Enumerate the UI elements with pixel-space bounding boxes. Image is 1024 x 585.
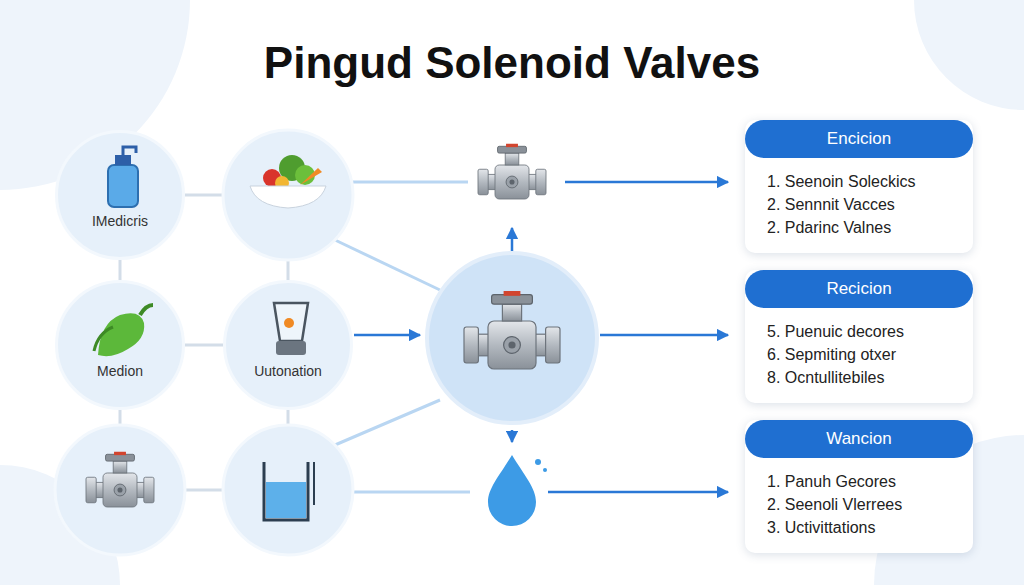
vegetable-bowl: [250, 155, 326, 208]
grid-connector: [119, 260, 122, 280]
bottle-icon: [108, 147, 138, 207]
list-item: 1. Seenoin Soleckics: [745, 170, 973, 193]
grid-line: [185, 489, 223, 492]
blender-icon: [274, 303, 308, 355]
list-item: 2. Seenoli Vlerrees: [745, 493, 973, 516]
flow-arrow: [565, 181, 728, 184]
water-drop: [488, 455, 547, 526]
flow-line: [353, 491, 470, 494]
category-circle: Medion: [55, 280, 185, 410]
valve-icon: [464, 291, 560, 369]
flow-arrow: [600, 334, 728, 337]
valve-icon: [478, 144, 546, 199]
valve-icon: [86, 452, 154, 507]
info-card: Encicion 1. Seenoin Soleckics2. Sennnit V…: [745, 120, 973, 253]
list-item: 8. Ocntullitebiles: [745, 366, 973, 389]
list-item: 2. Pdarinc Valnes: [745, 216, 973, 239]
beaker-icon: [264, 462, 314, 520]
info-card: Wancion 1. Panuh Gecores2. Seenoli Vlerre…: [745, 420, 973, 553]
flow-arrow: [548, 491, 728, 494]
grid-line: [119, 410, 122, 425]
category-circle: Uutonation: [223, 280, 353, 410]
list-item: 6. Sepmiting otxer: [745, 343, 973, 366]
background-blob: [914, 0, 1024, 110]
card-heading: Wancion: [745, 420, 973, 458]
icon-circle: [55, 425, 185, 555]
category-circle: IMedicris: [55, 130, 185, 260]
list-item: 3. Uctivittations: [745, 516, 973, 539]
flow-arrow: [511, 430, 514, 442]
icon-circle: [223, 130, 353, 260]
icon-svg: [58, 283, 182, 407]
pepper-icon: [94, 305, 153, 356]
icon-circle: [223, 425, 353, 555]
card-heading: Encicion: [745, 120, 973, 158]
list-item: 1. Panuh Gecores: [745, 470, 973, 493]
grid-line: [287, 260, 290, 280]
info-card: Recicion 5. Puenuic decores6. Sepmiting o…: [745, 270, 973, 403]
circle-label: Uutonation: [254, 363, 322, 379]
grid-line: [287, 410, 290, 425]
card-heading: Recicion: [745, 270, 973, 308]
flow-line: [353, 181, 468, 184]
icon-svg: [226, 283, 350, 407]
grid-connector: [185, 344, 223, 347]
list-item: 5. Puenuic decores: [745, 320, 973, 343]
circle-label: Medion: [97, 363, 143, 379]
grid-line: [185, 194, 223, 197]
flow-line: [335, 240, 440, 290]
circle-label: IMedicris: [92, 213, 148, 229]
list-item: 2. Sennnit Vacces: [745, 193, 973, 216]
diagram-title: Pingud Solenoid Valves: [0, 38, 1024, 88]
flow-arrow: [354, 334, 420, 337]
flow-line: [335, 400, 440, 445]
icon-svg: [58, 133, 182, 257]
central-circle: [427, 253, 597, 423]
